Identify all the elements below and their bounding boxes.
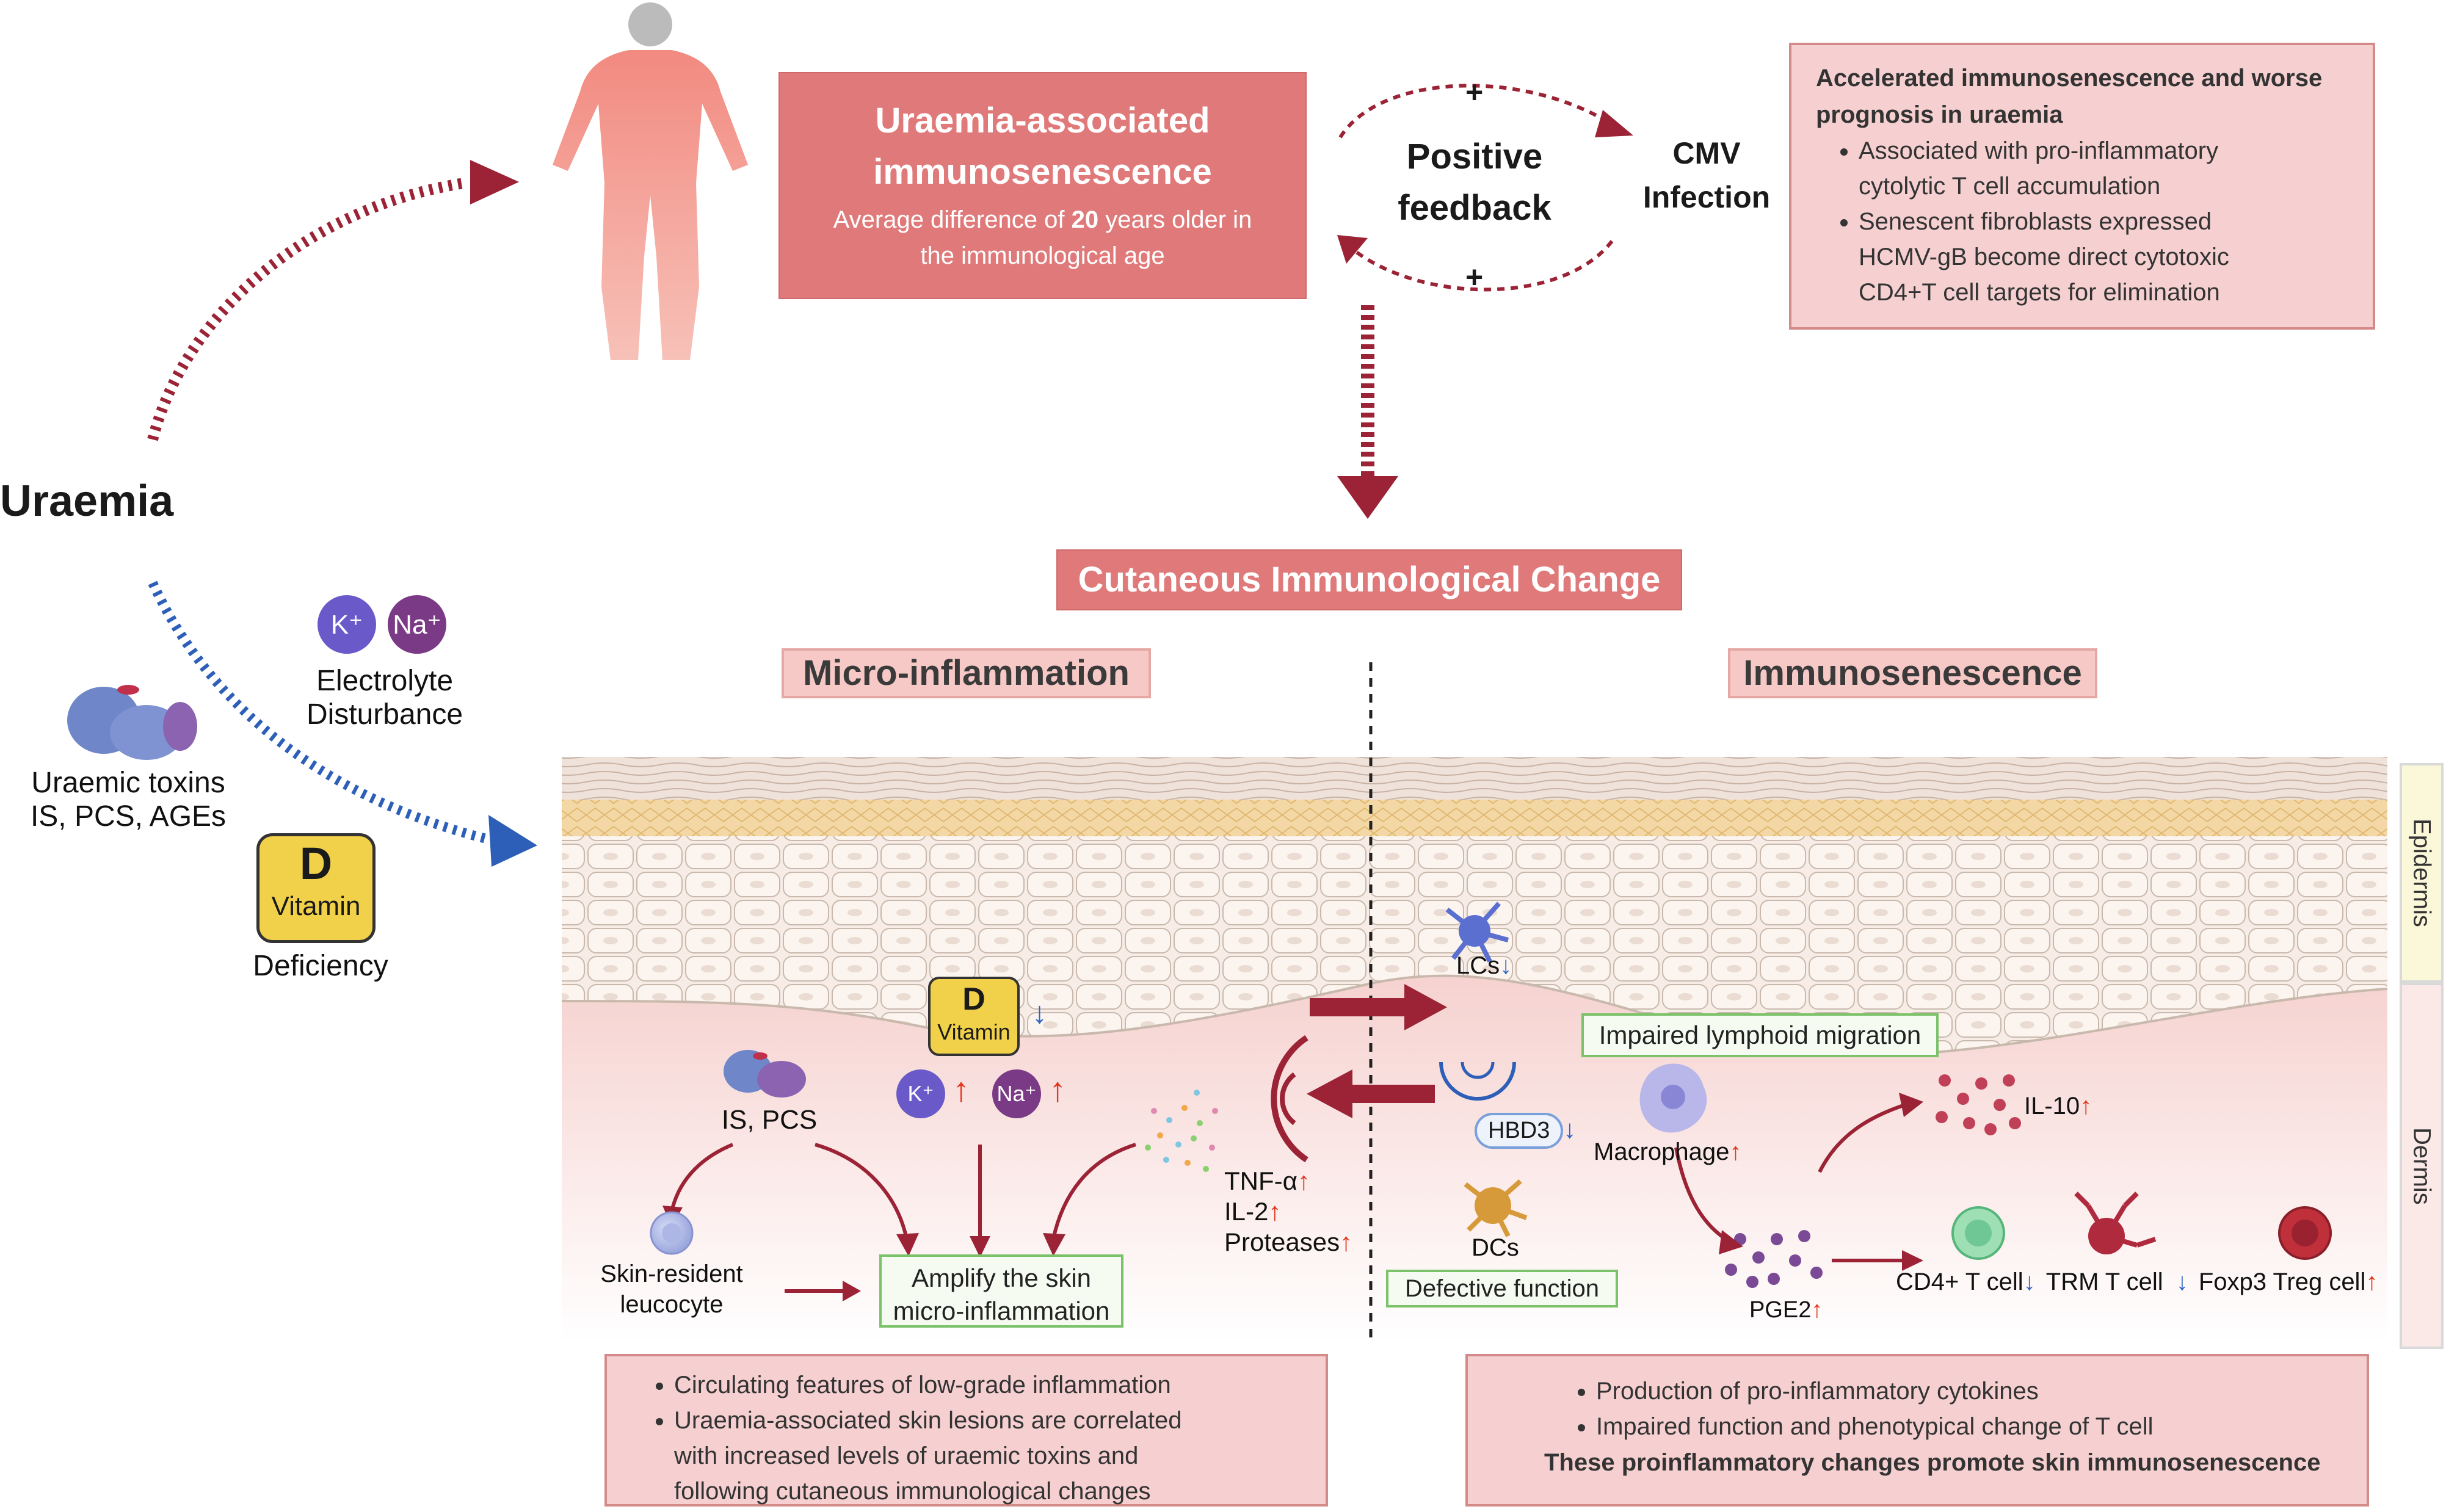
sodium-ion-icon: Na⁺ bbox=[388, 595, 446, 654]
pge2-label: PGE2↑ bbox=[1749, 1297, 1823, 1323]
pge2-particles-icon bbox=[1725, 1230, 1823, 1288]
trm-tcell-icon bbox=[2074, 1192, 2157, 1254]
lcs-label: LCs↓ bbox=[1456, 952, 1512, 979]
cytokines-list: TNF-α↑ IL-2↑ Proteases↑ bbox=[1224, 1167, 1353, 1256]
signal-arc-icon bbox=[1271, 1035, 1308, 1163]
potassium-up-arrow: ↑ bbox=[953, 1070, 970, 1109]
electrolyte-label: Electrolyte Disturbance bbox=[306, 665, 463, 731]
arrow-to-leucocyte bbox=[670, 1143, 734, 1212]
macrophage-label: Macrophage↑ bbox=[1594, 1138, 1742, 1165]
vitamin-d-icon: D Vitamin bbox=[256, 833, 376, 943]
arrow-toxin-to-amplify bbox=[815, 1143, 909, 1240]
cytokine-particles-icon bbox=[1145, 1090, 1218, 1172]
defective-function-box: Defective function bbox=[1386, 1270, 1618, 1308]
feedback-loop-top bbox=[1338, 84, 1619, 139]
epidermis-label-box: Epidermis bbox=[2400, 763, 2444, 983]
positive-feedback-label: Positive feedback bbox=[1398, 137, 1551, 228]
sodium-up-arrow: ↑ bbox=[1049, 1070, 1066, 1109]
hbd3-arc-icon bbox=[1439, 1062, 1516, 1101]
human-body-icon bbox=[553, 2, 748, 360]
info-bullets: Associated with pro-inflammatorycytolyti… bbox=[1816, 133, 2348, 310]
feedback-loop-bottom bbox=[1345, 240, 1614, 292]
skin-resident-leucocyte-label: Skin-resident leucocyte bbox=[600, 1261, 743, 1318]
potassium-ion-icon: K⁺ bbox=[318, 595, 376, 654]
il10-label: IL-10↑ bbox=[2024, 1093, 2092, 1120]
macrophage-icon bbox=[1639, 1063, 1707, 1133]
uraemic-toxin-protein-icon bbox=[67, 685, 197, 760]
accelerated-immunosenescence-box: Accelerated immunosenescence and worse p… bbox=[1789, 43, 2375, 330]
plus-bottom: + bbox=[1465, 260, 1484, 294]
immunosenescence-summary-box: Production of pro-inflammatory cytokines… bbox=[1465, 1354, 2369, 1507]
il10-particles-icon bbox=[1936, 1074, 2021, 1135]
dermis-label-box: Dermis bbox=[2400, 983, 2444, 1349]
vitamin-d-skin-icon: D Vitamin bbox=[928, 977, 1020, 1056]
vitamin-d-deficiency-label: Deficiency bbox=[253, 950, 388, 982]
impaired-lymphoid-migration-box: Impaired lymphoid migration bbox=[1581, 1013, 1939, 1057]
arrow-uraemia-to-body bbox=[147, 178, 465, 441]
arrow-cytokines-to-amplify bbox=[1051, 1143, 1136, 1240]
langerhans-cell-icon bbox=[1445, 902, 1509, 963]
is-pcs-label: IS, PCS bbox=[721, 1105, 818, 1135]
amplify-micro-inflammation-box: Amplify the skin micro-inflammation bbox=[879, 1254, 1123, 1328]
uraemic-toxins-label: Uraemic toxins IS, PCS, AGEs bbox=[30, 767, 227, 833]
hbd3-badge: HBD3↓ bbox=[1475, 1113, 1576, 1149]
dendritic-cell-icon bbox=[1464, 1179, 1528, 1237]
skin-sodium-icon: Na⁺ bbox=[992, 1069, 1041, 1118]
plus-top: + bbox=[1465, 75, 1484, 109]
immunosenescence-header: Immunosenescence bbox=[1728, 648, 2097, 698]
uraemia-immunosenescence-box: Uraemia-associated immunosenescence Aver… bbox=[778, 72, 1307, 299]
skin-potassium-icon: K⁺ bbox=[896, 1069, 945, 1118]
uraemia-label: Uraemia bbox=[0, 477, 174, 526]
cutaneous-change-header: Cutaneous Immunological Change bbox=[1056, 549, 1682, 610]
tcell-labels: CD4+ T cell↓ TRM T cell ↓ Foxp3 Treg cel… bbox=[1896, 1268, 2378, 1295]
arrow-to-il10 bbox=[1818, 1103, 1906, 1173]
dcs-label: DCs bbox=[1472, 1234, 1519, 1261]
toxin-protein-small-icon bbox=[724, 1050, 806, 1098]
micro-inflammation-summary-box: Circulating features of low-grade inflam… bbox=[604, 1354, 1328, 1507]
cmv-infection-label: CMV Infection bbox=[1642, 136, 1771, 214]
vitamin-d-down-arrow: ↓ bbox=[1032, 996, 1047, 1030]
arrow-uraemia-to-skin bbox=[148, 581, 490, 844]
micro-inflammation-header: Micro-inflammation bbox=[782, 648, 1151, 698]
